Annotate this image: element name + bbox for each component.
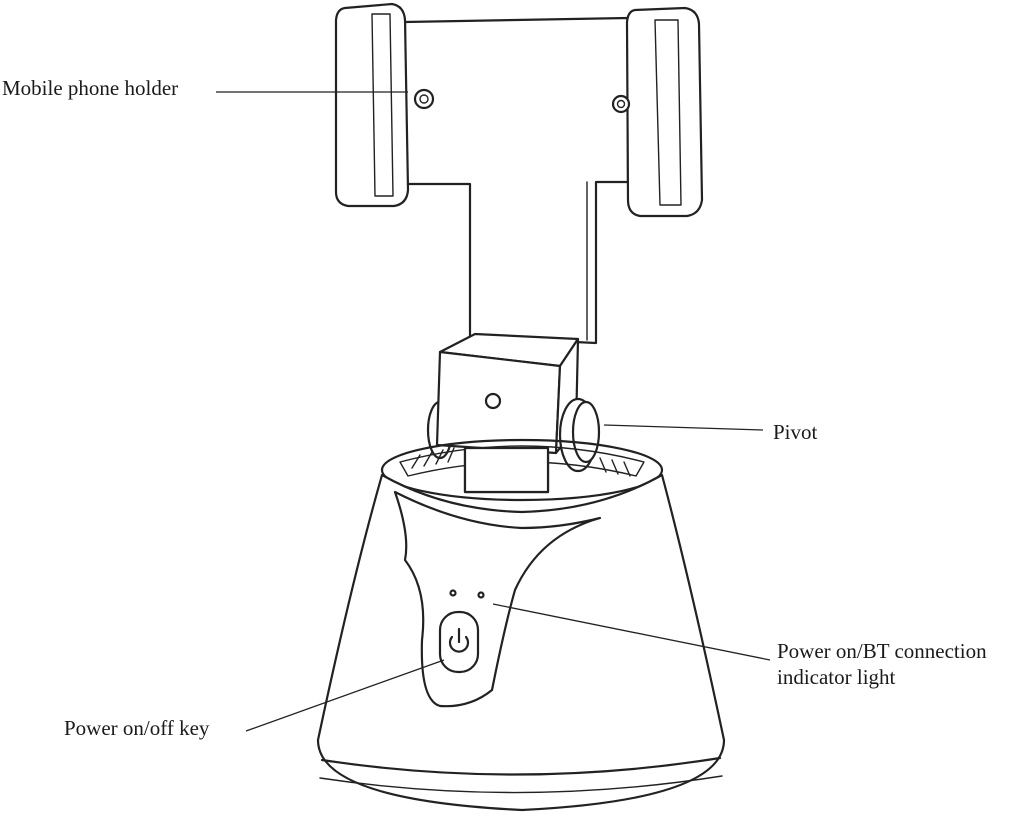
label-power-key: Power on/off key [64,716,210,740]
pivot-block [426,332,601,494]
leader-power-key [245,659,445,732]
base-unit [316,438,726,812]
leader-lines [216,91,771,732]
mobile-phone-holder [334,2,704,345]
leader-indicator [492,603,771,661]
power-icon [448,627,470,653]
label-indicator-line1: Power on/BT connection [777,639,987,663]
label-pivot: Pivot [773,420,818,444]
label-mobile-phone-holder: Mobile phone holder [2,76,179,100]
leader-pivot [603,424,764,431]
label-indicator-light: Power on/BT connection indicator light [777,638,987,690]
label-indicator-line2: indicator light [777,665,896,689]
ring-hatch [411,447,631,477]
